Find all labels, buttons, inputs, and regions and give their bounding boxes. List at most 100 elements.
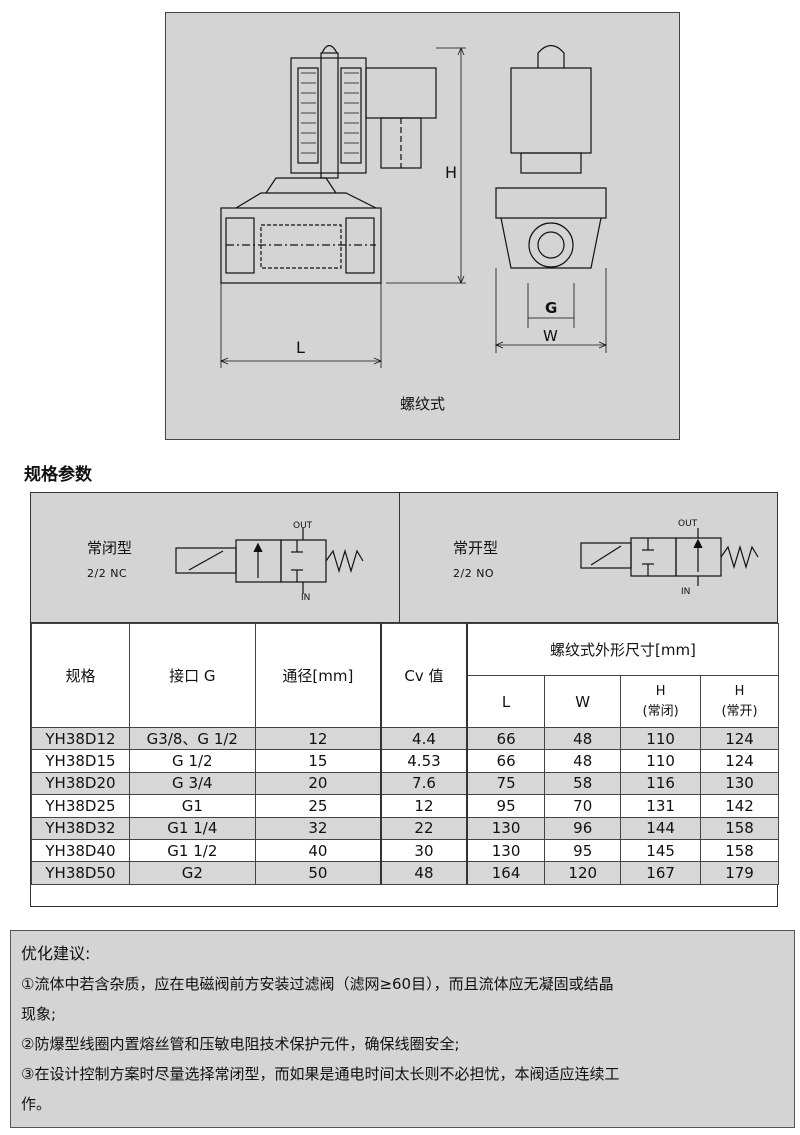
cell-model: YH38D40 <box>31 838 130 863</box>
cell-cv: 30 <box>380 838 468 863</box>
nc-out-port: OUT <box>293 521 313 531</box>
cell-H-nc: 144 <box>620 816 702 840</box>
cell-W: 96 <box>544 816 622 840</box>
recommendation-line: 作。 <box>21 1095 52 1113</box>
table-row: YH38D15 G 1/2 15 4.53 66 48 110 124 <box>31 749 779 773</box>
dim-W-label: W <box>543 327 558 345</box>
cell-W: 48 <box>544 749 622 773</box>
cell-W: 95 <box>544 838 622 863</box>
cell-L: 66 <box>466 749 546 773</box>
cell-H-no: 158 <box>700 838 779 863</box>
cell-bore: 40 <box>254 838 383 863</box>
cell-H-no: 124 <box>700 726 779 751</box>
table-row: YH38D50 G2 50 48 164 120 167 179 <box>31 861 779 885</box>
no-valve-symbol <box>580 528 759 586</box>
no-type-label: 常开型 <box>453 539 499 557</box>
header-H-no: H (常开) <box>700 675 779 728</box>
header-H-no-line1: H <box>734 683 745 699</box>
cell-H-no: 124 <box>700 749 779 773</box>
cell-H-no: 179 <box>700 861 779 885</box>
cell-model: YH38D12 <box>31 726 130 751</box>
cell-model: YH38D25 <box>31 794 130 818</box>
cell-L: 130 <box>466 838 546 863</box>
cell-L: 164 <box>466 861 546 885</box>
table-row: YH38D32 G1 1/4 32 22 130 96 144 158 <box>31 816 779 840</box>
nc-type-label: 常闭型 <box>87 539 133 557</box>
cell-H-no: 158 <box>700 816 779 840</box>
spec-table: 规格 接口 G 通径[mm] Cv 值 螺纹式外形尺寸[mm] L W H (常… <box>31 623 779 885</box>
table-row: YH38D40 G1 1/2 40 30 130 95 145 158 <box>31 838 779 863</box>
cell-H-nc: 116 <box>620 771 702 796</box>
cell-L: 130 <box>466 816 546 840</box>
dim-G-label: G <box>545 299 557 317</box>
drawing-caption: 螺纹式 <box>399 395 445 413</box>
cell-cv: 12 <box>380 794 468 818</box>
cell-model: YH38D50 <box>31 861 130 885</box>
cell-H-nc: 110 <box>620 749 702 773</box>
nc-type-code: 2/2 NC <box>87 567 128 580</box>
cell-L: 66 <box>466 726 546 751</box>
no-out-port: OUT <box>678 519 698 529</box>
coil-outline <box>290 57 367 174</box>
table-row: YH38D25 G1 25 12 95 70 131 142 <box>31 794 779 818</box>
cell-cv: 48 <box>380 861 468 885</box>
header-bore: 通径[mm] <box>254 623 383 728</box>
cell-H-nc: 167 <box>620 861 702 885</box>
recommendation-line: ②防爆型线圈内置熔丝管和压敏电阻技术保护元件，确保线圈安全; <box>21 1035 460 1053</box>
no-in-port: IN <box>681 587 691 597</box>
cell-cv: 7.6 <box>380 771 468 796</box>
header-L: L <box>466 675 546 728</box>
header-H-nc-line2: (常闭) <box>642 703 679 719</box>
header-H-nc: H (常闭) <box>620 675 702 728</box>
cell-W: 120 <box>544 861 622 885</box>
cell-model: YH38D32 <box>31 816 130 840</box>
cell-model: YH38D15 <box>31 749 130 773</box>
cell-port: G1 <box>128 794 256 818</box>
cell-bore: 50 <box>254 861 383 885</box>
valve-drawing-panel: L H G W 螺纹式 <box>165 12 680 440</box>
header-cv: Cv 值 <box>380 623 468 728</box>
recommendation-line: 现象; <box>21 1005 57 1023</box>
table-row: YH38D20 G 3/4 20 7.6 75 58 116 130 <box>31 771 779 796</box>
cell-port: G3/8、G 1/2 <box>128 726 256 751</box>
cell-H-nc: 110 <box>620 726 702 751</box>
cell-H-nc: 145 <box>620 838 702 863</box>
cell-cv: 22 <box>380 816 468 840</box>
cell-port: G 1/2 <box>128 749 256 773</box>
header-model: 规格 <box>31 623 130 728</box>
cell-L: 75 <box>466 771 546 796</box>
recommendation-line: ①流体中若含杂质，应在电磁阀前方安装过滤阀（滤网≥60目），而且流体应无凝固或结… <box>21 975 614 993</box>
side-view-coil <box>510 67 592 154</box>
cell-port: G 3/4 <box>128 771 256 796</box>
header-H-nc-line1: H <box>655 683 666 699</box>
table-row: YH38D12 G3/8、G 1/2 12 4.4 66 48 110 124 <box>31 726 779 751</box>
recommendations-box: 优化建议: ①流体中若含杂质，应在电磁阀前方安装过滤阀（滤网≥60目），而且流体… <box>10 930 795 1128</box>
symbol-divider <box>399 493 400 623</box>
cell-W: 58 <box>544 771 622 796</box>
nc-valve-symbol <box>175 528 364 594</box>
cell-port: G1 1/4 <box>128 816 256 840</box>
cell-bore: 15 <box>254 749 383 773</box>
dim-L-label: L <box>296 338 305 357</box>
nc-in-port: IN <box>301 593 311 603</box>
cell-bore: 25 <box>254 794 383 818</box>
valve-technical-drawing: L H G W <box>219 44 608 368</box>
cell-L: 95 <box>466 794 546 818</box>
cell-H-no: 142 <box>700 794 779 818</box>
header-dimensions: 螺纹式外形尺寸[mm] <box>466 623 779 676</box>
dim-H-label: H <box>445 163 457 182</box>
no-type-code: 2/2 NO <box>453 567 495 580</box>
cell-bore: 20 <box>254 771 383 796</box>
valve-body-outline <box>220 207 382 284</box>
cell-H-nc: 131 <box>620 794 702 818</box>
recommendations-title: 优化建议: <box>21 944 91 963</box>
cell-bore: 12 <box>254 726 383 751</box>
header-port: 接口 G <box>128 623 256 728</box>
spec-table-frame: 常闭型 2/2 NC OUT IN 常开型 2/2 NO OUT IN <box>30 492 779 907</box>
cell-cv: 4.53 <box>380 749 468 773</box>
cell-model: YH38D20 <box>31 771 130 796</box>
header-H-no-line2: (常开) <box>721 703 758 719</box>
cell-cv: 4.4 <box>380 726 468 751</box>
header-W: W <box>544 675 622 728</box>
cell-port: G1 1/2 <box>128 838 256 863</box>
